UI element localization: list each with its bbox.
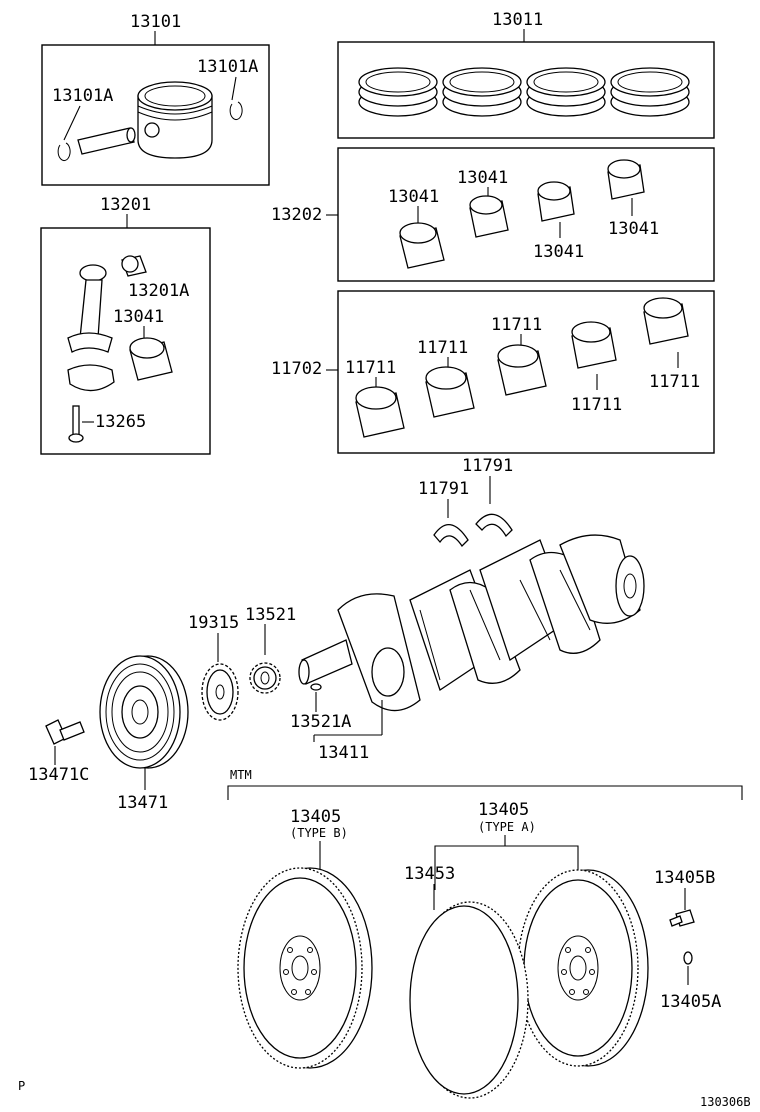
ring-gear-group: 13453	[404, 864, 529, 1099]
pulley-shape	[99, 655, 189, 769]
pulley-bolt-group: 13471C	[28, 719, 89, 785]
main-bearing-a-shape	[355, 386, 405, 438]
flywheel-bolt-shape	[669, 909, 695, 927]
snap-ring-left-shape	[57, 142, 71, 162]
flywheel-pin-shape	[683, 951, 693, 965]
label-main-bearing-a: 11711	[345, 358, 396, 378]
label-conn-rod-bearing: 13041	[113, 307, 164, 327]
label-flywheel-a-type: (TYPE A)	[478, 820, 536, 834]
crank-sprocket-group: 19315	[188, 613, 239, 721]
pulley-bolt-shape	[45, 719, 85, 745]
label-bearing-a: 13041	[388, 187, 439, 207]
key-shape	[310, 683, 322, 691]
ring-stack-4	[610, 67, 690, 117]
bearing-a-shape	[399, 222, 445, 269]
crank-gear-group: 13521	[245, 605, 296, 694]
bearing-set-conn-box	[337, 147, 715, 282]
label-main-bearing-e: 11711	[649, 372, 700, 392]
ring-stack-1	[358, 67, 438, 117]
label-flywheel-bolt: 13405B	[654, 868, 715, 888]
conn-rod-bearing-shape	[129, 337, 173, 381]
main-bearing-b-shape	[425, 366, 475, 418]
label-main-bearing-d: 11711	[571, 395, 622, 415]
flywheel-hardware-group: 13405B 13405A	[654, 868, 721, 1012]
crankshaft-group: 13411	[298, 534, 645, 763]
label-pulley: 13471	[117, 793, 168, 813]
thrust-washer-b-shape	[475, 513, 513, 538]
piston-shape	[137, 81, 213, 159]
label-snap-ring-left: 13101A	[52, 86, 113, 106]
label-conn-rod: 13201	[100, 195, 151, 215]
bearing-b-shape	[469, 195, 509, 238]
crankshaft-shape	[298, 534, 645, 712]
thrust-washer-a-shape	[433, 524, 469, 548]
label-crank-gear: 13521	[245, 605, 296, 625]
bearing-set-main-box	[337, 290, 715, 454]
label-crankshaft: 13411	[318, 743, 369, 763]
conn-rod-bushing-shape	[121, 255, 147, 277]
label-piston-set: 13101	[130, 12, 181, 32]
ring-set-group: 13011	[337, 10, 715, 139]
mtm-group: MTM	[227, 768, 743, 800]
bearing-set-conn-group: 13202 13041 13041 13041 13041	[271, 147, 715, 282]
label-thrust-washer-b: 11791	[462, 456, 513, 476]
label-flywheel-b: 13405	[290, 807, 341, 827]
piston-pin-shape	[77, 127, 136, 155]
label-bearing-c: 13041	[533, 242, 584, 262]
corner-marker: P	[18, 1079, 25, 1093]
label-main-bearing-c: 11711	[491, 315, 542, 335]
crank-gear-shape	[249, 662, 281, 694]
conn-rod-box	[40, 227, 211, 455]
leader-snap-ring-left	[63, 105, 81, 141]
ring-gear-shape	[409, 901, 529, 1099]
piston-box	[41, 44, 270, 186]
main-bearing-d-shape	[571, 321, 617, 369]
flywheel-a-shape	[517, 869, 649, 1067]
label-bearing-b: 13041	[457, 168, 508, 188]
figure-code: 130306B	[700, 1095, 751, 1109]
label-bearing-d: 13041	[608, 219, 659, 239]
bearing-c-shape	[537, 181, 575, 222]
label-key: 13521A	[290, 712, 351, 732]
leader-flywheel-a-bracket	[434, 845, 579, 890]
conn-rod-group: 13201 13201A 13041 13265	[40, 195, 211, 455]
ring-stack-2	[442, 67, 522, 117]
crank-sprocket-shape	[201, 663, 239, 721]
ring-stack-3	[526, 67, 606, 117]
key-group: 13521A	[290, 683, 351, 732]
snap-ring-right-shape	[229, 101, 243, 121]
label-flywheel-a: 13405	[478, 800, 529, 820]
flywheel-b-group: 13405 (TYPE B)	[237, 807, 373, 1069]
ring-set-box	[337, 41, 715, 139]
label-flywheel-b-type: (TYPE B)	[290, 826, 348, 840]
bearing-set-main-group: 11702 11711 11711 11711 11711 11711	[271, 290, 715, 454]
conn-rod-shape	[67, 264, 115, 392]
label-ring-set: 13011	[492, 10, 543, 30]
bearing-d-shape	[607, 159, 645, 200]
piston-group: 13101 13101A 13101A	[41, 12, 270, 186]
label-conn-rod-bushing: 13201A	[128, 281, 189, 301]
label-pulley-bolt: 13471C	[28, 765, 89, 785]
main-bearing-c-shape	[497, 344, 547, 396]
label-bearing-set-conn: 13202	[271, 205, 322, 225]
mtm-bracket	[227, 785, 743, 800]
label-snap-ring-right: 13101A	[197, 57, 258, 77]
label-flywheel-pin: 13405A	[660, 992, 721, 1012]
label-main-bearing-b: 11711	[417, 338, 468, 358]
leader-snap-ring-right	[231, 76, 237, 101]
label-conn-rod-bolt: 13265	[95, 412, 146, 432]
label-mtm: MTM	[230, 768, 252, 782]
label-thrust-washer-a: 11791	[418, 479, 469, 499]
pulley-group: 13471	[99, 655, 189, 813]
conn-rod-bolt-shape	[68, 405, 84, 443]
label-bearing-set-main: 11702	[271, 359, 322, 379]
thrust-washer-group: 11791 11791	[418, 456, 513, 548]
main-bearing-e-shape	[643, 297, 689, 345]
label-crank-sprocket: 19315	[188, 613, 239, 633]
flywheel-b-shape	[237, 867, 373, 1069]
label-ring-gear: 13453	[404, 864, 455, 884]
flywheel-a-group: 13405 (TYPE A)	[434, 800, 649, 1067]
